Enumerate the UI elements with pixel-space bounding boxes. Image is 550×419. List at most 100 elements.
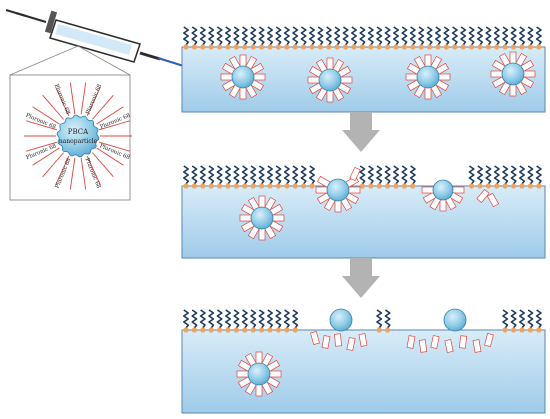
nanoparticle-core bbox=[250, 206, 274, 230]
surfactant-strand bbox=[86, 86, 101, 117]
lipid-head bbox=[183, 327, 189, 333]
bare-nanoparticle bbox=[443, 308, 467, 332]
surfactant-strand bbox=[32, 147, 60, 166]
lipid-tail bbox=[233, 165, 240, 185]
lipid-head bbox=[225, 183, 231, 189]
lipid-tail bbox=[258, 26, 265, 46]
lipid-tail bbox=[367, 26, 374, 46]
lipid-head bbox=[410, 183, 416, 189]
lipid-tail bbox=[183, 309, 189, 329]
released-surfactant bbox=[472, 339, 482, 353]
lipid-head bbox=[418, 44, 424, 50]
lipid-head bbox=[502, 44, 508, 50]
lipid-head bbox=[477, 44, 483, 50]
lipid-tail bbox=[183, 165, 189, 185]
nanoparticle-core bbox=[247, 362, 271, 386]
lipid-head bbox=[317, 44, 323, 50]
lipid-head bbox=[233, 327, 239, 333]
lipid-tail bbox=[527, 309, 534, 329]
inset-core-label-line2: nanoparticle bbox=[59, 138, 98, 145]
surfactant-strand bbox=[26, 120, 58, 131]
lipid-tail bbox=[317, 26, 324, 46]
released-surfactant bbox=[349, 166, 361, 182]
lipid-head bbox=[485, 44, 491, 50]
lipid-tail bbox=[325, 26, 332, 46]
lipid-head bbox=[359, 44, 365, 50]
released-surfactant bbox=[444, 339, 454, 353]
inset-core-label-line1: PBCA bbox=[68, 128, 89, 136]
released-surfactant bbox=[334, 333, 342, 347]
lipid-head bbox=[343, 44, 349, 50]
lipid-tail bbox=[342, 26, 349, 46]
lipid-tail bbox=[510, 165, 517, 185]
lipid-tail bbox=[384, 165, 391, 185]
surfactant-coat bbox=[258, 195, 266, 209]
lipid-tail bbox=[527, 26, 534, 46]
released-surfactant bbox=[346, 337, 356, 351]
lipid-head bbox=[275, 183, 281, 189]
surfactant-coat bbox=[421, 186, 435, 194]
coated-nanoparticle bbox=[315, 175, 361, 213]
lipid-tail bbox=[250, 26, 257, 46]
surfactant-coat bbox=[509, 51, 517, 65]
coated-nanoparticle bbox=[236, 351, 282, 397]
lipid-tail bbox=[477, 165, 483, 185]
surfactant-coat bbox=[437, 73, 451, 81]
lipid-head bbox=[443, 44, 449, 50]
lipid-head bbox=[393, 44, 399, 50]
surfactant-strand bbox=[69, 157, 76, 190]
coated-nanoparticle bbox=[220, 54, 266, 100]
lipid-head bbox=[385, 44, 391, 50]
lipid-head bbox=[460, 44, 466, 50]
surfactant-coat bbox=[439, 198, 447, 212]
lipid-head bbox=[292, 327, 298, 333]
lipid-tail bbox=[267, 309, 273, 329]
surfactant-coat bbox=[258, 227, 266, 241]
coated-nanoparticle bbox=[421, 179, 465, 212]
lipid-head bbox=[351, 44, 357, 50]
lipid-tail bbox=[393, 26, 399, 46]
lipid-tail bbox=[502, 165, 509, 185]
lipid-head bbox=[469, 183, 475, 189]
lipid-tail bbox=[418, 26, 425, 46]
surfactant-strand bbox=[55, 86, 70, 117]
surfactant-coat bbox=[307, 76, 321, 84]
lipid-head bbox=[510, 327, 517, 333]
lipid-tail bbox=[519, 309, 525, 329]
lipid-tail bbox=[275, 165, 282, 185]
lipid-tail bbox=[535, 26, 542, 46]
lipid-tail bbox=[216, 309, 223, 329]
surfactant-coat bbox=[405, 73, 419, 81]
lipid-tail bbox=[510, 309, 517, 329]
lipid-tail bbox=[216, 165, 223, 185]
surfactant-coat bbox=[490, 70, 504, 78]
lipid-head bbox=[233, 183, 239, 189]
lipid-tail bbox=[191, 26, 198, 46]
lipid-tail bbox=[258, 309, 265, 329]
lipid-head bbox=[200, 183, 206, 189]
lipid-head bbox=[326, 44, 332, 50]
surfactant-coat bbox=[239, 86, 247, 100]
surfactant-coat bbox=[509, 83, 517, 97]
surfactant-coat bbox=[255, 351, 263, 365]
lipid-tail bbox=[384, 26, 391, 46]
lipid-head bbox=[191, 44, 197, 50]
surfactant-strand bbox=[69, 82, 76, 115]
lipid-head bbox=[452, 44, 458, 50]
lipid-tail bbox=[376, 309, 383, 329]
lipid-tail bbox=[283, 165, 290, 185]
lipid-head bbox=[284, 44, 290, 50]
lipid-tail bbox=[267, 26, 273, 46]
released-surfactant bbox=[476, 188, 490, 204]
lipid-head bbox=[536, 327, 542, 333]
lipid-head bbox=[527, 44, 534, 50]
lipid-head bbox=[485, 183, 491, 189]
lipid-tail bbox=[183, 26, 189, 46]
lipid-tail bbox=[493, 26, 500, 46]
lipid-tail bbox=[225, 165, 231, 185]
lipid-tail bbox=[435, 26, 441, 46]
panel-step-2 bbox=[181, 165, 546, 259]
lipid-tail bbox=[208, 26, 215, 46]
surfactant-strand bbox=[55, 155, 70, 186]
